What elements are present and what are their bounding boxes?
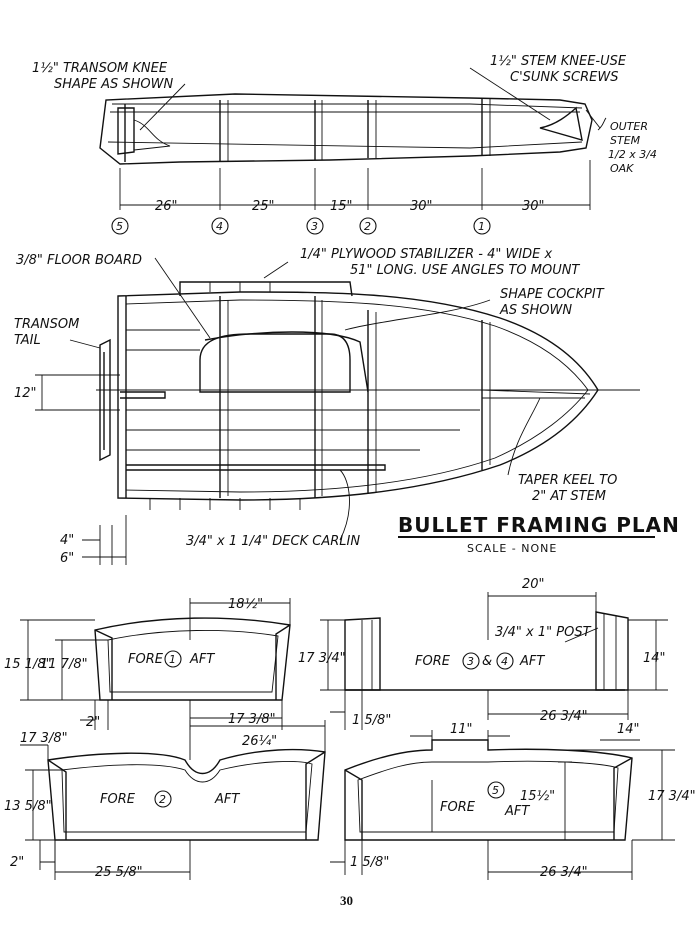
frame-5-top-right: 14" <box>617 722 640 737</box>
frame-1-base: 2" <box>86 715 100 730</box>
frame-2-top-left: 17 3/8" <box>20 731 68 746</box>
station-5-label: 5 <box>116 220 123 233</box>
dim-12-label: 12" <box>14 386 37 401</box>
frame-5-inner-height: 15½" <box>520 789 555 804</box>
station-4-marker <box>211 217 229 235</box>
cockpit-label-2: AS SHOWN <box>499 303 572 318</box>
station-4-label: 4 <box>216 220 223 233</box>
page-number: 30 <box>340 893 353 908</box>
frame-1-fore: FORE <box>128 652 164 667</box>
station-3-marker <box>306 217 324 235</box>
frame-5-station: 5 <box>492 784 499 797</box>
drawing-title: BULLET FRAMING PLAN <box>398 513 680 537</box>
frame-1-width: 18½" <box>228 597 263 612</box>
station-2-label: 2 <box>364 220 371 233</box>
frame-2-aft: AFT <box>214 792 240 807</box>
station-5-marker <box>111 217 129 235</box>
frame-2-width: 25 5/8" <box>95 865 143 880</box>
frame-5-station-marker <box>487 781 505 799</box>
frame-34-station-b-marker <box>496 652 514 670</box>
frame-34-width: 26 3/4" <box>540 709 588 724</box>
spacing-26: 26" <box>155 199 178 214</box>
frame-34-amp: & <box>482 654 492 669</box>
spacing-30b: 30" <box>522 199 545 214</box>
stem-knee-label-2: C'SUNK SCREWS <box>510 70 618 85</box>
frame-1-station: 1 <box>169 653 176 666</box>
frame-34-station-b: 4 <box>501 655 508 668</box>
frame-34-left-height: 17 3/4" <box>298 651 346 666</box>
frame-1-inner-height: 11 7/8" <box>40 657 88 672</box>
outer-stem-label-2: STEM <box>610 134 641 147</box>
frame-2-station: 2 <box>159 793 166 806</box>
frame-2-base: 2" <box>10 855 24 870</box>
frame-34-bottom-left: 1 5/8" <box>352 713 391 728</box>
frame-34-aft: AFT <box>519 654 545 669</box>
dim-4-label: 4" <box>60 533 74 548</box>
frame-34-station-a-marker <box>462 652 480 670</box>
station-3-label: 3 <box>311 220 318 233</box>
frame-2-top-right: 26¼" <box>242 734 277 749</box>
side-view: 5 4 3 2 1 26" 25" 15" 30" 30" 1½" TRANSO… <box>32 54 657 235</box>
frame-5-fore: FORE <box>440 800 476 815</box>
frame-5-aft: AFT <box>504 804 530 819</box>
dim-6-label: 6" <box>60 551 74 566</box>
plan-view: 3/8" FLOOR BOARD 1/4" PLYWOOD STABILIZER… <box>14 247 680 566</box>
frame-2-station-marker <box>154 790 172 808</box>
keel-label-2: 2" AT STEM <box>532 489 606 504</box>
frame-34-fore: FORE <box>415 654 451 669</box>
stabilizer-label-2: 51" LONG. USE ANGLES TO MOUNT <box>350 263 580 278</box>
stem-knee-label-1: 1½" STEM KNEE-USE <box>490 54 627 69</box>
station-1-label: 1 <box>478 220 485 233</box>
frame-1-height: 15 1/8" <box>4 657 52 672</box>
transom-tail-label-2: TAIL <box>14 333 41 348</box>
frame-5-top-left: 11" <box>450 722 473 737</box>
spacing-30a: 30" <box>410 199 433 214</box>
floor-board-label: 3/8" FLOOR BOARD <box>16 253 142 268</box>
stabilizer-label-1: 1/4" PLYWOOD STABILIZER - 4" WIDE x <box>300 247 553 262</box>
frame-2-height: 13 5/8" <box>4 799 52 814</box>
frame-1-aft: AFT <box>189 652 215 667</box>
outer-stem-label-1: OUTER <box>610 120 648 133</box>
station-2-marker <box>359 217 377 235</box>
frame-34-station-a: 3 <box>467 655 474 668</box>
frame-1-drawing: FORE 1 AFT 18½" 15 1/8" 11 7/8" 17 3/8" … <box>4 597 291 730</box>
cockpit-label-1: SHAPE COCKPIT <box>500 287 605 302</box>
frame-5-height: 17 3/4" <box>648 789 695 804</box>
frame-2-fore: FORE <box>100 792 136 807</box>
frame-34-post: 3/4" x 1" POST <box>495 625 592 640</box>
frame-2-drawing: FORE 2 AFT 17 3/8" 26¼" 13 5/8" 2" 25 5/… <box>4 720 326 880</box>
transom-knee-label-2: SHAPE AS SHOWN <box>54 77 173 92</box>
outer-stem-label-4: OAK <box>610 162 634 175</box>
frame-34-top: 20" <box>522 577 545 592</box>
transom-knee-label-1: 1½" TRANSOM KNEE <box>32 61 168 76</box>
frame-1-station-marker <box>164 650 182 668</box>
spacing-15: 15" <box>330 199 353 214</box>
scale-note: SCALE - NONE <box>467 542 557 555</box>
frame-5-width: 26 3/4" <box>540 865 588 880</box>
station-1-marker <box>473 217 491 235</box>
frame-34-right-height: 14" <box>643 651 666 666</box>
outer-stem-label-3: 1/2 x 3/4 <box>608 148 657 161</box>
frame-1-half-width: 17 3/8" <box>228 712 276 727</box>
spacing-25: 25" <box>252 199 275 214</box>
deck-carlin-label: 3/4" x 1 1/4" DECK CARLIN <box>186 534 360 549</box>
keel-label-1: TAPER KEEL TO <box>518 473 617 488</box>
frame-5-drawing: FORE 5 AFT 11" 14" 15½" 17 3/4" 1 5/8" 2… <box>330 722 695 880</box>
transom-tail-label-1: TRANSOM <box>14 317 79 332</box>
frame-34-drawing: FORE 3 & 4 AFT 20" 3/4" x 1" POST 17 3/4… <box>298 577 668 730</box>
frame-5-bottom-left: 1 5/8" <box>350 855 389 870</box>
